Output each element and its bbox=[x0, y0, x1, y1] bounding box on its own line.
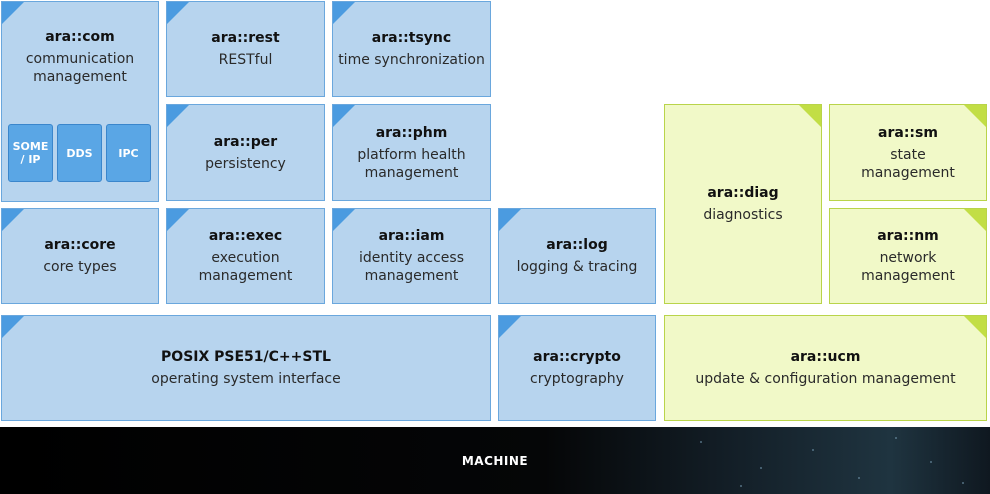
sub-module-dds: DDS bbox=[57, 124, 102, 182]
module-description: identity access management bbox=[358, 250, 465, 284]
module-title: ara::phm bbox=[375, 124, 448, 141]
background-speck bbox=[760, 467, 762, 469]
corner-marker bbox=[964, 105, 986, 127]
corner-marker bbox=[167, 209, 189, 231]
module-ara-phm: ara::phm platform health management bbox=[332, 104, 491, 201]
module-title: ara::log bbox=[546, 237, 608, 253]
module-description: logging & tracing bbox=[516, 259, 638, 275]
corner-marker bbox=[333, 2, 355, 24]
module-ara-sm: ara::sm state management bbox=[829, 104, 987, 201]
corner-marker bbox=[2, 2, 24, 24]
module-ara-com: ara::com communication management SOME /… bbox=[1, 1, 159, 202]
module-ara-tsync: ara::tsync time synchronization bbox=[332, 1, 491, 97]
module-description: communication management bbox=[25, 51, 135, 85]
background-speck bbox=[930, 461, 932, 463]
corner-marker bbox=[167, 105, 189, 127]
corner-marker bbox=[799, 105, 821, 127]
module-ara-per: ara::per persistency bbox=[166, 104, 325, 201]
module-description: update & configuration management bbox=[695, 371, 956, 387]
corner-marker bbox=[964, 209, 986, 231]
background-speck bbox=[962, 482, 964, 484]
module-description: execution management bbox=[198, 250, 293, 284]
module-posix: POSIX PSE51/C++STL operating system inte… bbox=[1, 315, 491, 421]
module-description: persistency bbox=[205, 155, 286, 172]
module-title: ara::core bbox=[44, 237, 116, 253]
sub-module-some-ip: SOME / IP bbox=[8, 124, 53, 182]
module-description: RESTful bbox=[218, 52, 273, 68]
corner-marker bbox=[499, 209, 521, 231]
module-description: state management bbox=[861, 146, 955, 181]
module-ara-iam: ara::iam identity access management bbox=[332, 208, 491, 304]
background-speck bbox=[812, 449, 814, 451]
module-title: ara::ucm bbox=[790, 349, 861, 365]
module-title: ara::crypto bbox=[533, 349, 621, 365]
machine-label: MACHINE bbox=[461, 453, 529, 468]
background-speck bbox=[700, 441, 702, 443]
corner-marker bbox=[167, 2, 189, 24]
background-speck bbox=[858, 477, 860, 479]
module-title: ara::diag bbox=[707, 185, 779, 201]
module-title: ara::com bbox=[45, 29, 115, 45]
corner-marker bbox=[333, 209, 355, 231]
module-description: cryptography bbox=[530, 371, 624, 387]
module-description: operating system interface bbox=[151, 371, 341, 387]
module-ara-nm: ara::nm network management bbox=[829, 208, 987, 304]
module-title: ara::rest bbox=[211, 30, 280, 46]
corner-marker bbox=[333, 105, 355, 127]
corner-marker bbox=[499, 316, 521, 338]
corner-marker bbox=[2, 316, 24, 338]
module-ara-diag: ara::diag diagnostics bbox=[664, 104, 822, 304]
module-description: core types bbox=[43, 259, 117, 275]
module-description: platform health management bbox=[357, 146, 466, 181]
corner-marker bbox=[964, 316, 986, 338]
module-title: POSIX PSE51/C++STL bbox=[161, 349, 331, 365]
module-description: diagnostics bbox=[703, 207, 783, 223]
background-speck bbox=[895, 437, 897, 439]
module-ara-rest: ara::rest RESTful bbox=[166, 1, 325, 97]
module-title: ara::nm bbox=[877, 228, 939, 244]
machine-bar: MACHINE bbox=[0, 427, 990, 494]
module-ara-crypto: ara::crypto cryptography bbox=[498, 315, 656, 421]
module-ara-ucm: ara::ucm update & configuration manageme… bbox=[664, 315, 987, 421]
module-title: ara::iam bbox=[378, 228, 445, 244]
module-title: ara::sm bbox=[878, 124, 938, 141]
module-description: time synchronization bbox=[338, 52, 485, 68]
module-description: network management bbox=[861, 250, 955, 284]
module-title: ara::tsync bbox=[371, 30, 452, 46]
sub-module-ipc: IPC bbox=[106, 124, 151, 182]
module-title: ara::exec bbox=[208, 228, 283, 244]
background-speck bbox=[740, 485, 742, 487]
corner-marker bbox=[2, 209, 24, 231]
module-title: ara::per bbox=[213, 133, 278, 150]
module-ara-log: ara::log logging & tracing bbox=[498, 208, 656, 304]
module-ara-exec: ara::exec execution management bbox=[166, 208, 325, 304]
module-ara-core: ara::core core types bbox=[1, 208, 159, 304]
